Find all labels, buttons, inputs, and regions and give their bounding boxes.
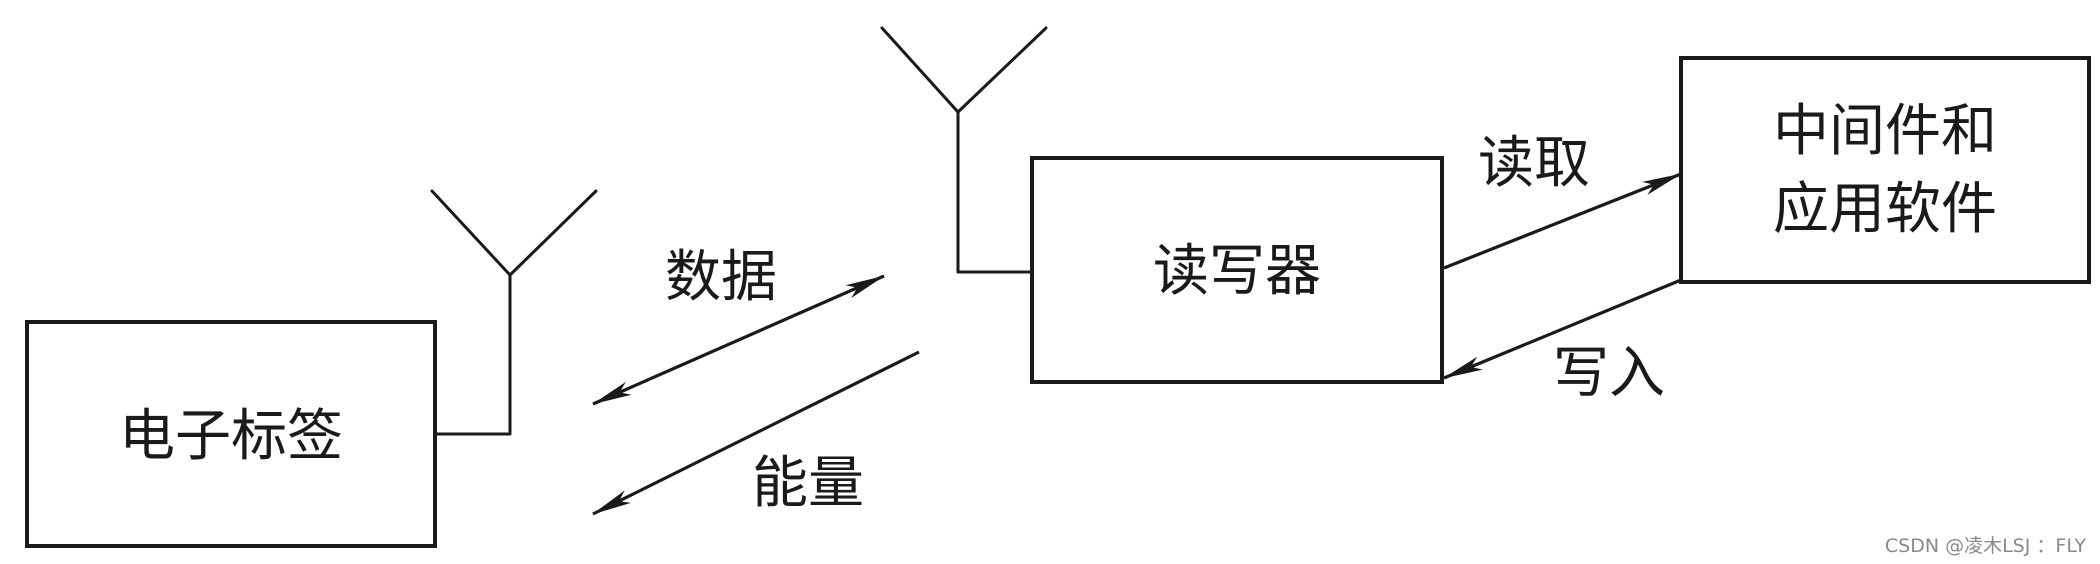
middleware-node: 中间件和 应用软件 (1679, 56, 2091, 284)
energy-link-arrow (592, 350, 920, 516)
data-label: 数据 (665, 245, 777, 310)
watermark-text: CSDN @凌木LSJ ：FLY (1885, 535, 2086, 557)
electronic-tag-node: 电子标签 (25, 320, 437, 548)
reader-antenna-icon (880, 26, 1048, 274)
energy-label: 能量 (752, 451, 864, 516)
write-link-arrow (1443, 278, 1682, 380)
reader-box (1030, 156, 1444, 384)
write-label: 写入 (1553, 341, 1665, 406)
middleware-label-line2: 应用软件 (1773, 177, 1997, 242)
reader-node: 读写器 (1030, 156, 1444, 384)
electronic-tag-label: 电子标签 (119, 404, 343, 469)
middleware-box (1679, 56, 2091, 284)
data-link-arrow (592, 274, 885, 406)
middleware-label-line1: 中间件和 (1773, 99, 1997, 164)
tag-antenna-icon (430, 189, 598, 436)
read-label: 读取 (1478, 131, 1590, 196)
read-link-arrow (1443, 172, 1682, 270)
reader-label: 读写器 (1153, 239, 1321, 304)
electronic-tag-box (25, 320, 437, 548)
